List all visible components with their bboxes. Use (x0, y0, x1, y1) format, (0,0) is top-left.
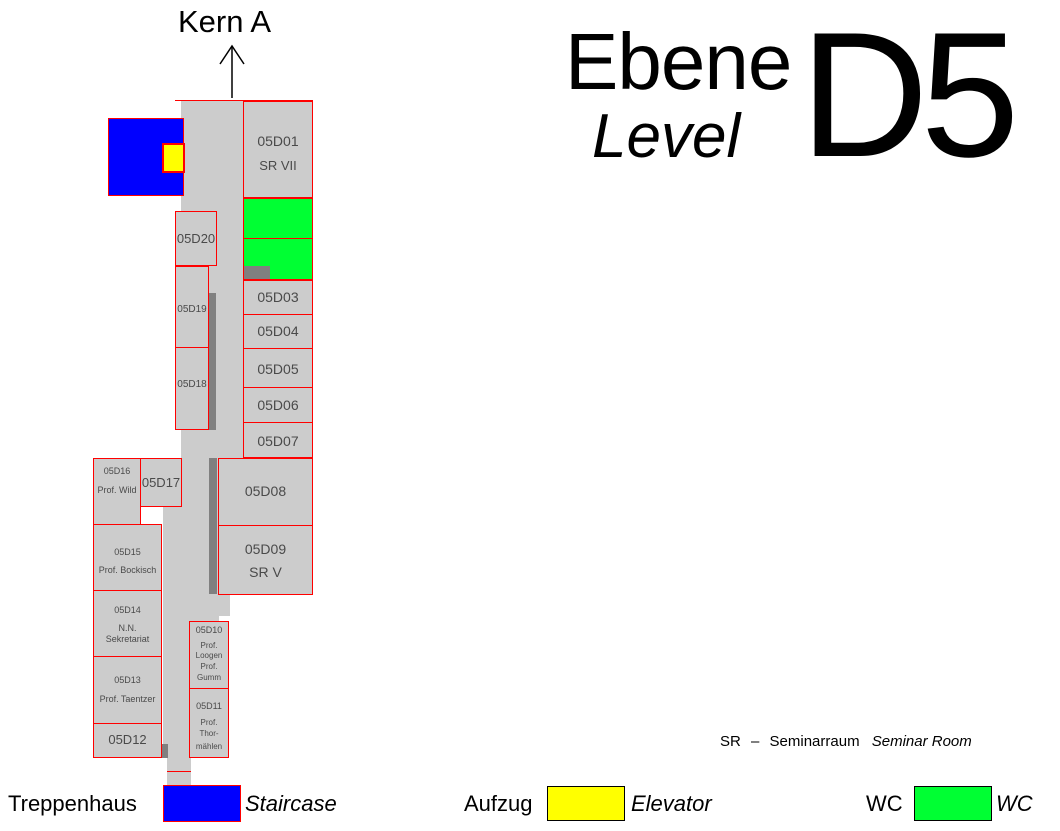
room-05D13[interactable] (93, 656, 162, 724)
wc-shaft (244, 266, 270, 279)
room-05D07[interactable] (243, 422, 313, 458)
legend-wc-de: WC (866, 791, 903, 816)
room-05D04[interactable] (243, 314, 313, 349)
room-05D13-name: Prof. Taentzer (99, 694, 156, 704)
top-wall-line (175, 100, 313, 101)
room-05D17-number: 05D17 (141, 475, 181, 490)
room-05D12[interactable] (93, 723, 162, 758)
room-05D12-number: 05D12 (108, 732, 147, 747)
legend-wc-swatch (914, 786, 992, 821)
room-05D14-number: 05D14 (114, 605, 141, 615)
room-05D11-number: 05D11 (196, 701, 222, 711)
elevator-block (162, 143, 185, 173)
room-05D11-name-2: Thor- (199, 729, 219, 738)
room-05D20-number: 05D20 (176, 231, 216, 246)
room-05D04-number: 05D04 (257, 323, 299, 339)
room-05D08[interactable] (218, 458, 313, 526)
note-en: Seminar Room (871, 733, 972, 750)
room-05D10[interactable] (189, 621, 229, 689)
note-dash: – (751, 733, 760, 750)
wc-block-upper (243, 198, 313, 239)
legend-elevator-en: Elevator (631, 791, 712, 816)
room-05D16-name: Prof. Wild (97, 485, 137, 495)
room-05D13-number: 05D13 (114, 675, 141, 685)
shaft-upper (209, 293, 216, 430)
room-05D18-number: 05D18 (177, 379, 207, 390)
room-05D14-name-2: Sekretariat (105, 634, 150, 644)
legend-staircase-de: Treppenhaus (8, 791, 137, 816)
room-05D10-name-1: Prof. (200, 641, 218, 650)
note-abbr: SR (720, 733, 741, 750)
room-05D09-number: 05D09 (244, 541, 287, 557)
room-05D10-number: 05D10 (195, 625, 223, 635)
room-05D06-number: 05D06 (257, 397, 299, 413)
note-de: Seminarraum (769, 733, 860, 750)
staircase-exit-line (167, 771, 191, 772)
shaft-exit (162, 744, 168, 758)
room-05D06[interactable] (243, 387, 313, 423)
title-ebene: Ebene (565, 17, 792, 106)
corridor-exit (167, 758, 191, 786)
room-05D15-name: Prof. Bockisch (98, 565, 157, 575)
room-05D17[interactable] (140, 458, 182, 507)
room-05D11-name-3: mählen (195, 742, 223, 751)
room-05D16[interactable] (93, 458, 141, 525)
room-05D14-name-1: N.N. (118, 623, 137, 633)
room-05D18[interactable] (175, 347, 209, 430)
core-label: Kern A (178, 4, 272, 39)
room-05D20[interactable] (175, 211, 217, 266)
legend-staircase-en: Staircase (245, 791, 337, 816)
legend-elevator-swatch (547, 786, 625, 821)
room-05D01[interactable] (243, 101, 313, 198)
room-05D11-name-1: Prof. (200, 718, 218, 727)
room-05D09-name: SR V (249, 564, 282, 580)
legend-elevator-de: Aufzug (464, 791, 533, 816)
legend-staircase-swatch (163, 785, 241, 822)
legend-wc-en: WC (996, 791, 1033, 816)
room-05D16-number: 05D16 (103, 466, 131, 476)
room-05D10-name-3: Prof. (200, 662, 218, 671)
title-level: Level (592, 102, 741, 171)
room-05D03-number: 05D03 (257, 289, 299, 305)
room-05D05-number: 05D05 (257, 361, 299, 377)
shaft-lower (209, 458, 217, 594)
room-05D11[interactable] (189, 688, 229, 758)
room-05D10-name-2: Loogen (195, 651, 223, 660)
room-05D15[interactable] (93, 524, 162, 591)
room-05D14[interactable] (93, 590, 162, 657)
room-05D01-number: 05D01 (257, 133, 299, 149)
room-05D08-number: 05D08 (244, 483, 287, 499)
floor-number: D5 (800, 0, 1020, 194)
room-05D01-name: SR VII (259, 158, 297, 173)
room-05D10-name-4: Gumm (197, 673, 221, 682)
room-05D07-number: 05D07 (257, 433, 299, 449)
room-05D09[interactable] (218, 525, 313, 595)
corridor-nook (216, 594, 230, 616)
north-arrow-icon (219, 44, 245, 98)
seminar-note: SR – Seminarraum Seminar Room (720, 733, 972, 750)
room-05D15-number: 05D15 (114, 547, 141, 557)
room-05D19-number: 05D19 (177, 304, 207, 315)
